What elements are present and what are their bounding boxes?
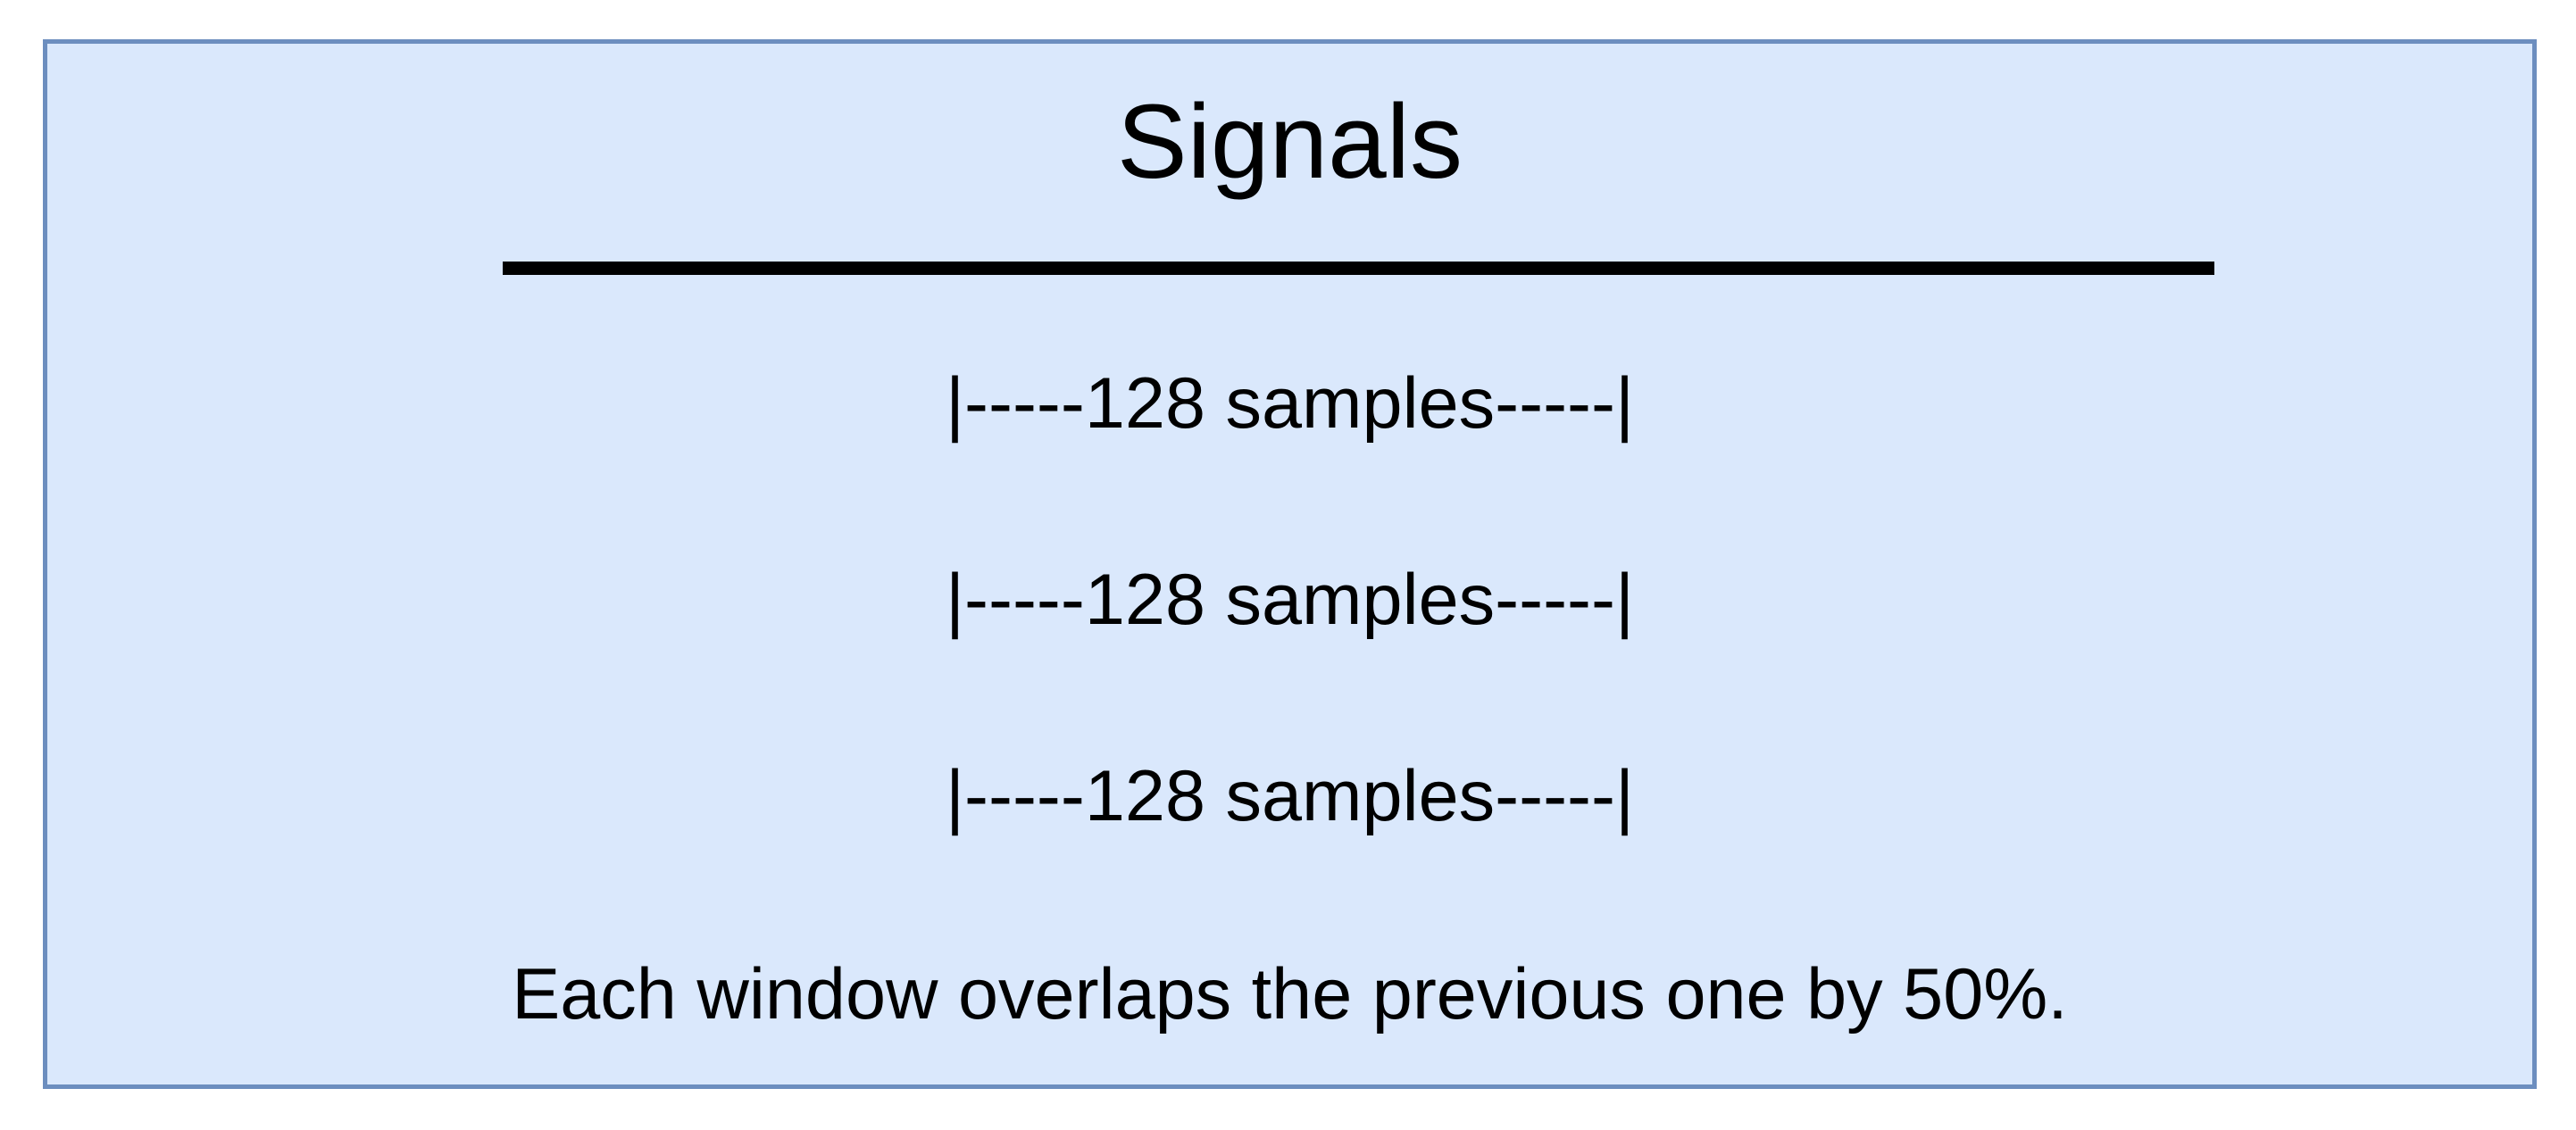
window-row: |-----128 samples-----|	[945, 560, 1635, 640]
title-divider	[503, 262, 2214, 275]
window-row: |-----128 samples-----|	[945, 756, 1635, 836]
window-row: |-----128 samples-----|	[945, 363, 1635, 444]
diagram-title: Signals	[1116, 83, 1463, 201]
overlap-caption: Each window overlaps the previous one by…	[512, 954, 2068, 1034]
signals-panel: Signals |-----128 samples-----| |-----12…	[43, 39, 2537, 1089]
